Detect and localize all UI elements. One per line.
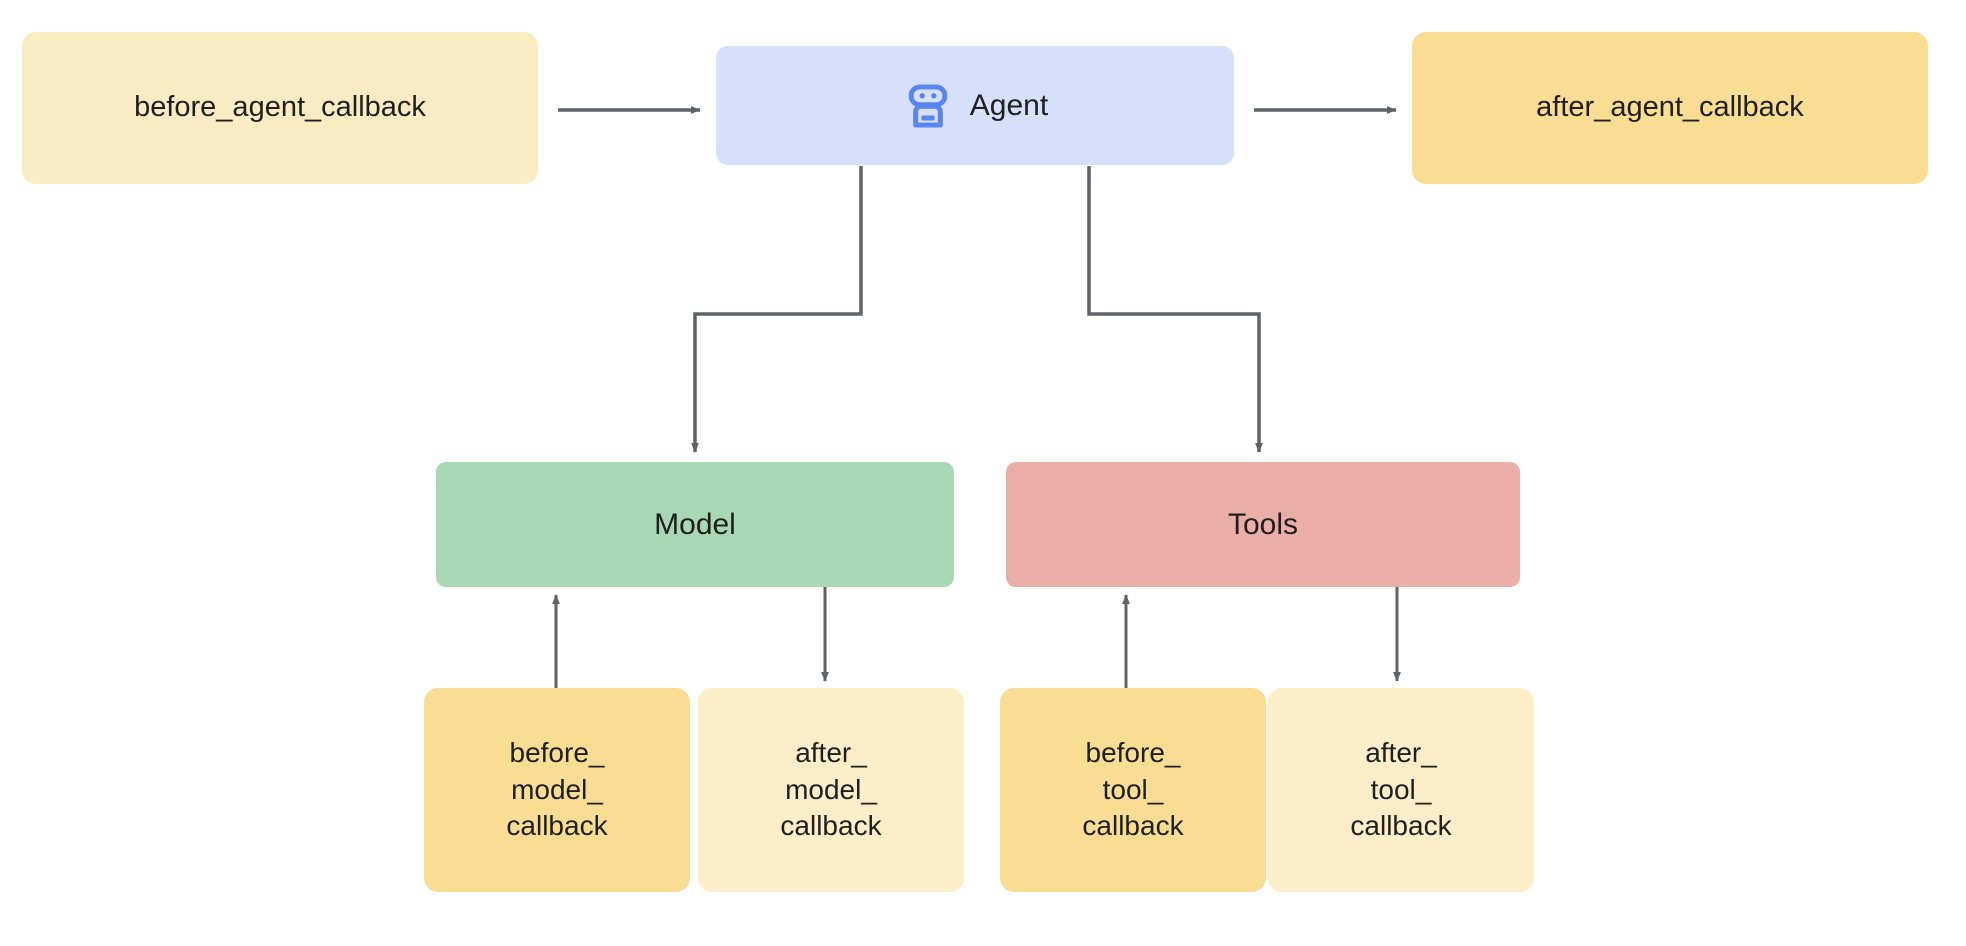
node-tools[interactable]: Tools — [1006, 462, 1520, 587]
node-after-tool-callback-label: after_ tool_ callback — [1350, 737, 1452, 842]
node-after-tool-callback[interactable]: after_ tool_ callback — [1268, 688, 1534, 892]
edge-agent-to-tools — [1087, 166, 1263, 453]
node-before-tool-callback-label: before_ tool_ callback — [1082, 737, 1184, 842]
node-after-agent-callback-label: after_agent_callback — [1536, 91, 1804, 124]
node-agent[interactable]: Agent — [716, 46, 1234, 165]
node-after-model-callback[interactable]: after_ model_ callback — [698, 688, 964, 892]
node-after-agent-callback[interactable]: after_agent_callback — [1412, 32, 1928, 184]
robot-icon — [902, 41, 954, 171]
node-before-model-callback-label: before_ model_ callback — [506, 737, 608, 842]
node-tools-label: Tools — [1227, 508, 1299, 541]
node-model-label: Model — [654, 508, 736, 541]
node-before-model-callback[interactable]: before_ model_ callback — [424, 688, 690, 892]
node-before-agent-callback[interactable]: before_agent_callback — [22, 32, 538, 184]
node-model[interactable]: Model — [436, 462, 954, 587]
node-after-model-callback-label: after_ model_ callback — [780, 737, 882, 842]
node-agent-label: Agent — [969, 89, 1049, 122]
node-before-agent-callback-label: before_agent_callback — [134, 91, 426, 124]
edge-agent-to-model — [691, 166, 863, 453]
node-before-tool-callback[interactable]: before_ tool_ callback — [1000, 688, 1266, 892]
agent-content: Agent — [902, 41, 1048, 171]
